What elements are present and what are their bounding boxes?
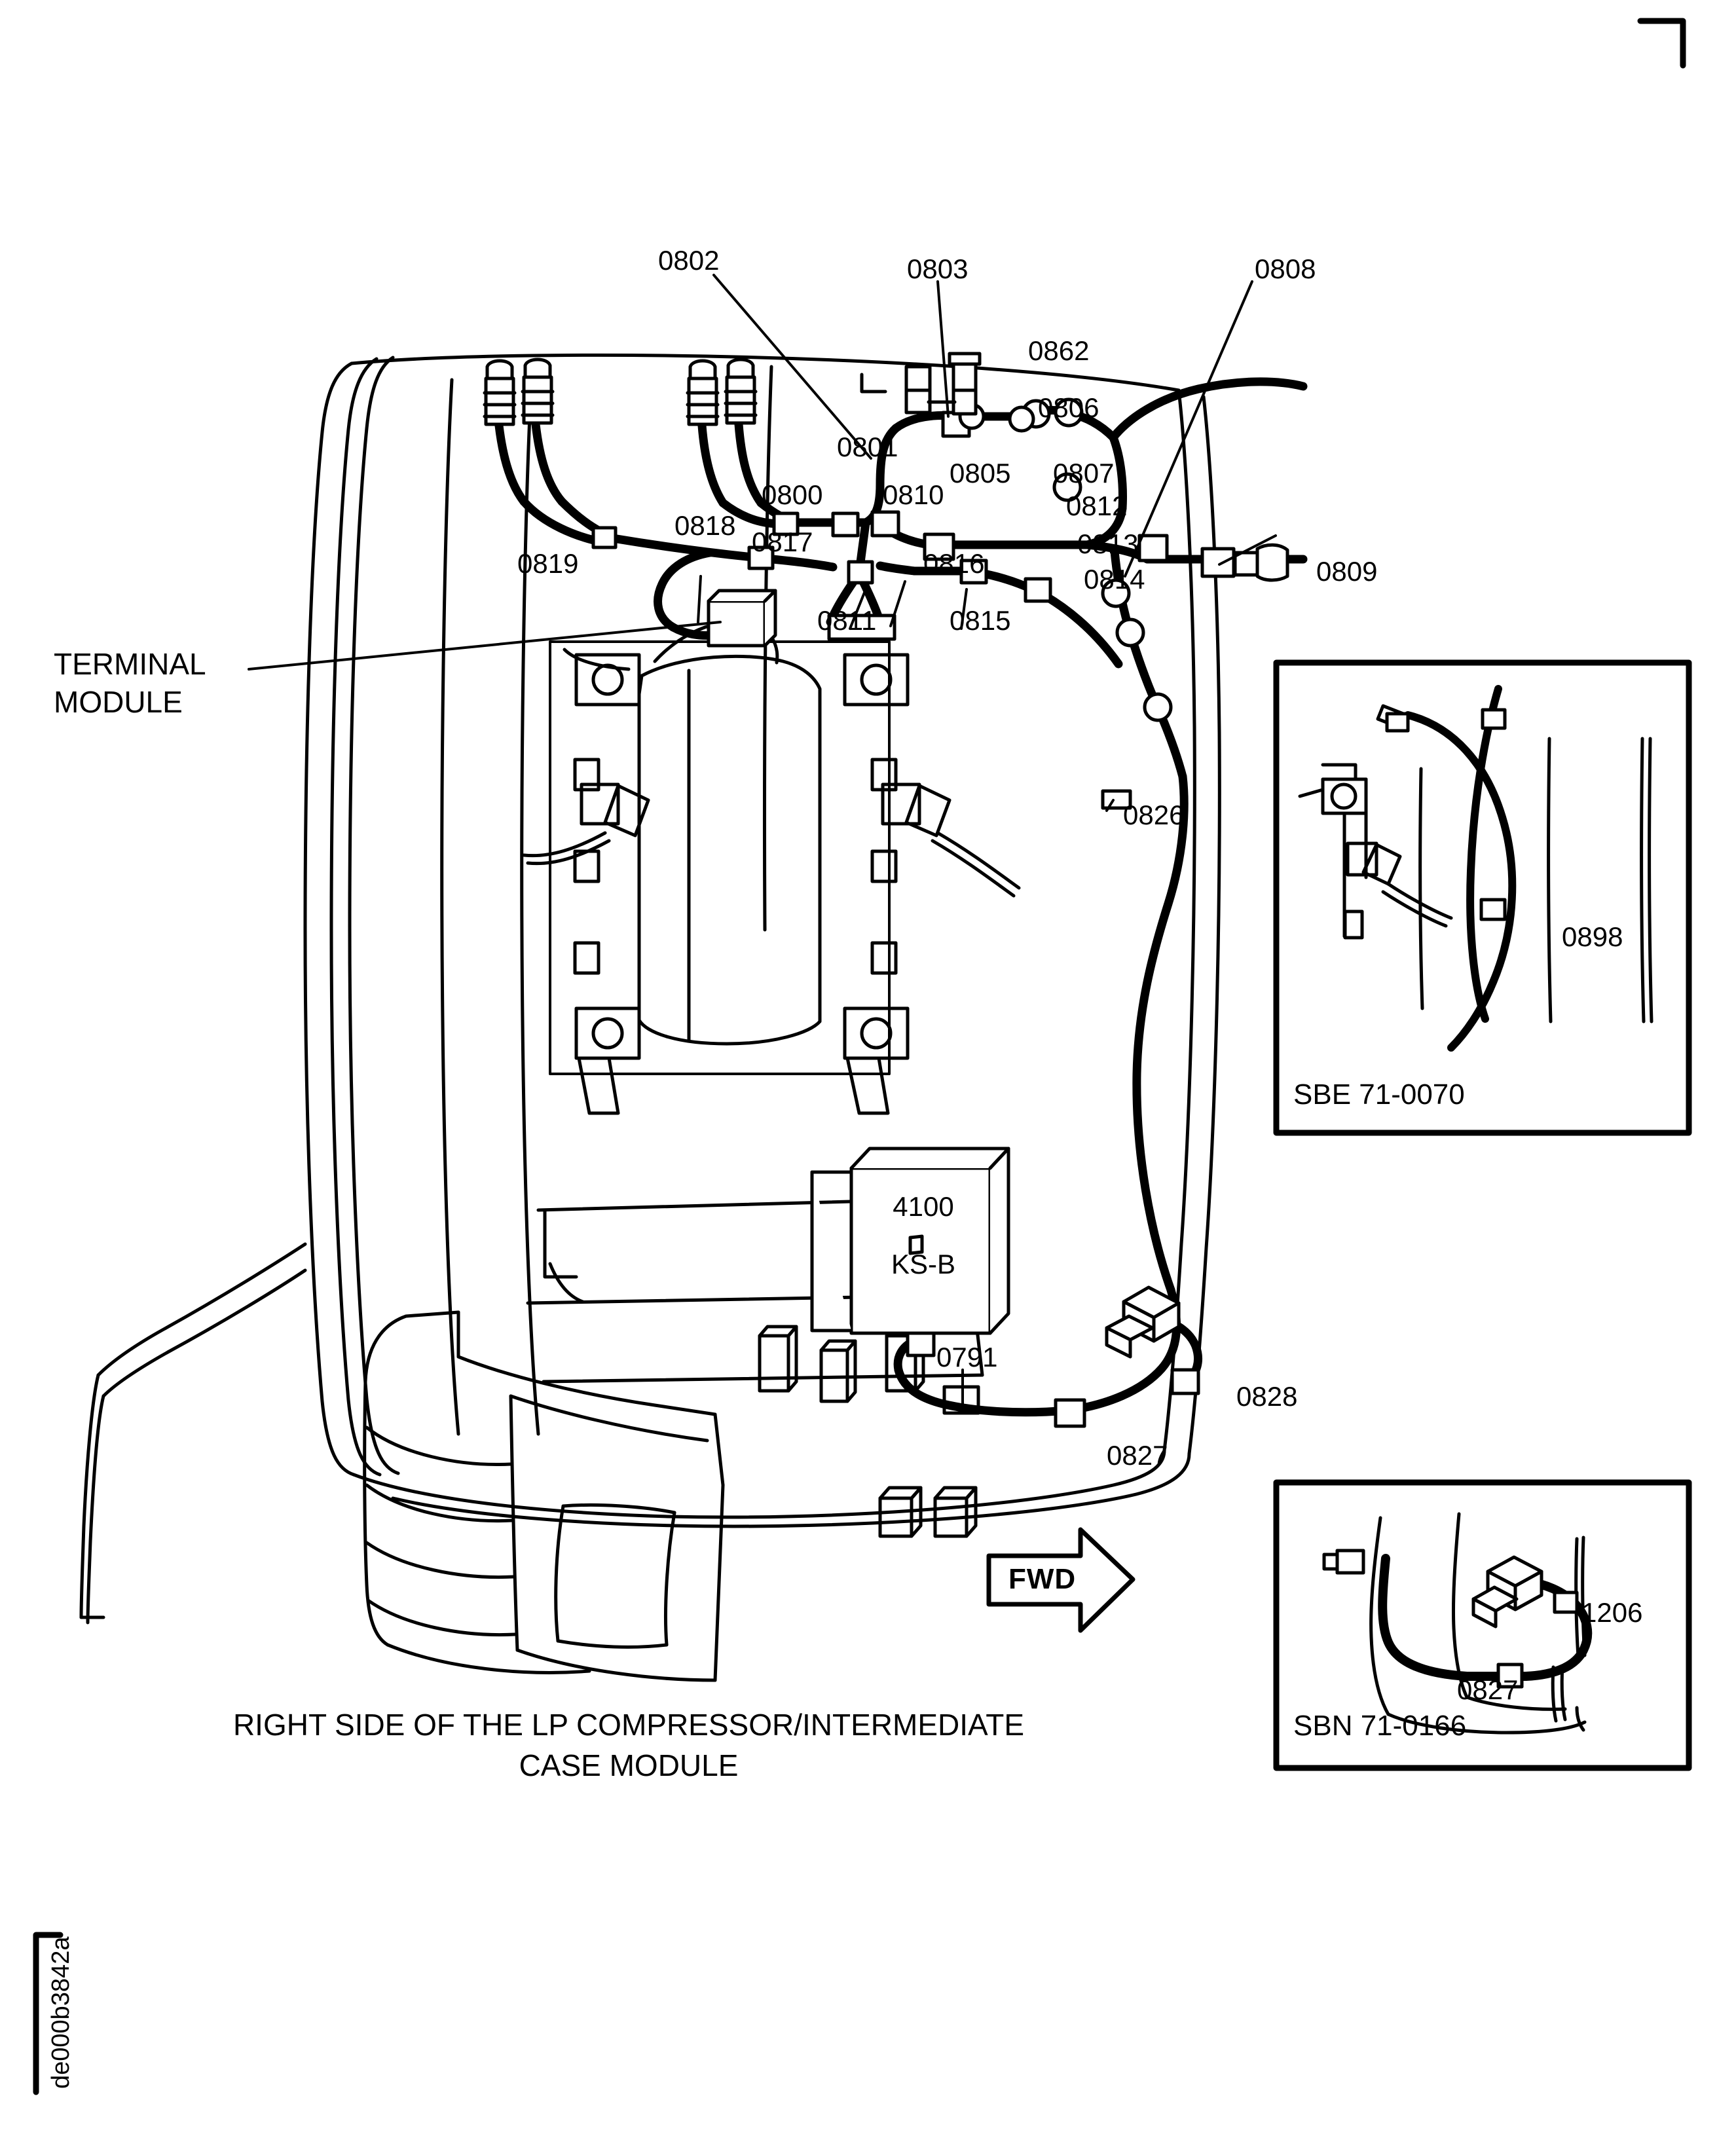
- callout-0811: 0811: [817, 605, 877, 636]
- callout-0815: 0815: [950, 605, 1011, 636]
- callout-0801: 0801: [837, 432, 898, 462]
- callout-0808: 0808: [1255, 253, 1316, 284]
- engine-case-lower-skirt: [79, 1242, 1191, 1625]
- inset-callout-0898: 0898: [1562, 921, 1623, 952]
- callout-0817: 0817: [752, 526, 813, 557]
- figure-caption-line1: RIGHT SIDE OF THE LP COMPRESSOR/INTERMED…: [232, 1708, 1025, 1742]
- fwd-arrow-shape: [986, 1527, 1136, 1633]
- callout-0791: 0791: [936, 1342, 998, 1372]
- central-accessory-unit: [522, 619, 1021, 1115]
- callout-0816: 0816: [923, 548, 985, 579]
- callout-0802: 0802: [658, 245, 720, 276]
- corner-registration-mark: [1637, 18, 1686, 69]
- callout-0813: 0813: [1077, 528, 1139, 559]
- inset-sbn-content: [1322, 1512, 1593, 1735]
- inset-sbe-content: [1298, 685, 1653, 1052]
- inset-box-sbn: [1273, 1479, 1692, 1771]
- inset-caption-sbe: SBE 71-0070: [1293, 1078, 1465, 1111]
- callout-0807: 0807: [1053, 458, 1115, 488]
- figure-caption-line2: CASE MODULE: [519, 1748, 739, 1782]
- callout-0809: 0809: [1316, 556, 1378, 587]
- component-box-4100: [810, 1147, 1010, 1335]
- callout-0819: 0819: [517, 548, 579, 579]
- callout-0806: 0806: [1038, 392, 1099, 423]
- engine-case-outline: [303, 353, 1221, 1477]
- end-connector-0809: [1233, 543, 1289, 582]
- inset-box-sbe: [1273, 659, 1692, 1136]
- corner-registration-mark-bottom-left: [33, 1932, 64, 2095]
- component-box-line2: KS-B: [891, 1249, 956, 1279]
- connector-0828: [1105, 1285, 1181, 1359]
- component-box-line1: 4100: [893, 1191, 954, 1222]
- fwd-arrow-label: FWD: [1008, 1563, 1077, 1595]
- terminal-module-label-line1: TERMINAL: [54, 647, 206, 681]
- inset-callout-0827: 0827: [1457, 1674, 1519, 1705]
- callout-0812: 0812: [1066, 490, 1128, 521]
- terminal-module-label-line2: MODULE: [54, 685, 183, 719]
- inset-caption-sbn: SBN 71-0166: [1293, 1710, 1467, 1742]
- inset-callout-1206: 1206: [1581, 1597, 1643, 1628]
- callout-0828: 0828: [1236, 1381, 1298, 1412]
- callout-0827: 0827: [1107, 1440, 1168, 1471]
- accessory-drum: [363, 1310, 725, 1682]
- callout-0826: 0826: [1123, 800, 1185, 830]
- callout-0800: 0800: [762, 479, 823, 510]
- plug-connectors: [483, 358, 758, 426]
- terminal-module-box: [707, 589, 777, 648]
- callout-0810: 0810: [883, 479, 944, 510]
- callout-0805: 0805: [950, 458, 1011, 488]
- callout-0803: 0803: [907, 253, 969, 284]
- document-id-code: de000b3842a: [47, 1936, 75, 2089]
- callout-0862: 0862: [1028, 335, 1090, 366]
- leader-lines: [248, 274, 1277, 1409]
- callout-0814: 0814: [1084, 564, 1145, 595]
- harness-clamps: [591, 397, 1236, 1428]
- mount-brackets: [860, 352, 982, 416]
- callout-0818: 0818: [674, 510, 736, 541]
